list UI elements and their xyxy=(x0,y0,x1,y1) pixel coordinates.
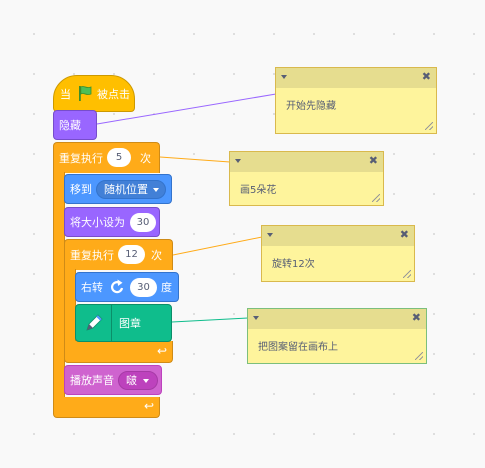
repeat-outer-label: 重复执行 xyxy=(59,152,103,165)
connector-repeat-inner xyxy=(172,236,263,256)
stamp-label: 图章 xyxy=(119,317,141,330)
repeat-inner-bottom: ↩ xyxy=(64,341,173,363)
repeat-outer-top[interactable]: 重复执行 次 xyxy=(53,142,160,173)
repeat-outer-unit: 次 xyxy=(140,152,151,165)
comment-text[interactable]: 开始先隐藏 xyxy=(286,101,336,112)
stamp-block[interactable]: 图章 xyxy=(75,304,172,342)
close-icon[interactable]: ✖ xyxy=(399,228,409,241)
close-icon[interactable]: ✖ xyxy=(411,311,421,324)
resize-handle-icon[interactable] xyxy=(403,270,411,278)
pen-extension-icon-area xyxy=(76,305,112,341)
close-icon[interactable]: ✖ xyxy=(368,154,378,167)
turn-right-value-input[interactable]: 30 xyxy=(130,278,157,297)
rotate-right-icon xyxy=(110,279,126,299)
connector-repeat-outer xyxy=(159,156,231,163)
hat-suffix: 被点击 xyxy=(97,88,130,101)
hat-prefix: 当 xyxy=(60,88,71,101)
sound-value: 啵 xyxy=(126,374,137,387)
hide-label: 隐藏 xyxy=(59,119,81,132)
repeat-inner-unit: 次 xyxy=(151,249,162,262)
goto-target-value: 随机位置 xyxy=(104,183,148,196)
dropdown-arrow-icon xyxy=(153,188,159,192)
repeat-outer-count-input[interactable]: 5 xyxy=(107,148,131,167)
dropdown-arrow-icon xyxy=(143,379,149,383)
chevron-down-icon[interactable] xyxy=(253,316,259,320)
goto-label: 移到 xyxy=(70,183,92,196)
resize-handle-icon[interactable] xyxy=(425,122,433,130)
chevron-down-icon[interactable] xyxy=(267,233,273,237)
comment-note[interactable]: ✖ 画5朵花 xyxy=(229,151,384,206)
comment-note[interactable]: ✖ 把图案留在画布上 xyxy=(247,308,427,364)
chevron-down-icon[interactable] xyxy=(235,159,241,163)
loop-arrow-icon: ↩ xyxy=(157,344,168,358)
repeat-inner-count-input[interactable]: 12 xyxy=(118,245,145,264)
when-flag-clicked-block[interactable]: 当 被点击 xyxy=(53,75,135,112)
close-icon[interactable]: ✖ xyxy=(421,70,431,83)
set-size-value-input[interactable]: 30 xyxy=(130,213,156,232)
resize-handle-icon[interactable] xyxy=(415,352,423,360)
loop-arrow-icon: ↩ xyxy=(144,399,155,413)
comment-header[interactable]: ✖ xyxy=(276,68,436,88)
comment-header[interactable]: ✖ xyxy=(230,152,383,172)
connector-stamp xyxy=(171,317,249,323)
sound-dropdown[interactable]: 啵 xyxy=(118,371,158,390)
comment-text[interactable]: 旋转12次 xyxy=(272,259,315,270)
comment-note[interactable]: ✖ 开始先隐藏 xyxy=(275,67,437,134)
comment-header[interactable]: ✖ xyxy=(248,309,426,329)
hide-block[interactable]: 隐藏 xyxy=(53,110,97,140)
comment-note[interactable]: ✖ 旋转12次 xyxy=(261,225,415,282)
repeat-outer-bottom: ↩ xyxy=(53,397,160,418)
turn-right-unit: 度 xyxy=(161,281,172,294)
pen-icon xyxy=(84,313,104,337)
set-size-label: 将大小设为 xyxy=(70,216,125,229)
comment-text[interactable]: 画5朵花 xyxy=(240,185,277,196)
goto-block[interactable]: 移到 xyxy=(64,174,172,204)
goto-target-dropdown[interactable]: 随机位置 xyxy=(96,180,166,199)
play-sound-label: 播放声音 xyxy=(70,374,114,387)
turn-right-block[interactable]: 右转 度 xyxy=(75,272,179,302)
repeat-inner-label: 重复执行 xyxy=(70,249,114,262)
chevron-down-icon[interactable] xyxy=(281,75,287,79)
resize-handle-icon[interactable] xyxy=(372,194,380,202)
turn-right-label: 右转 xyxy=(81,281,103,294)
green-flag-icon xyxy=(77,85,93,106)
comment-text[interactable]: 把图案留在画布上 xyxy=(258,342,338,353)
comment-header[interactable]: ✖ xyxy=(262,226,414,246)
